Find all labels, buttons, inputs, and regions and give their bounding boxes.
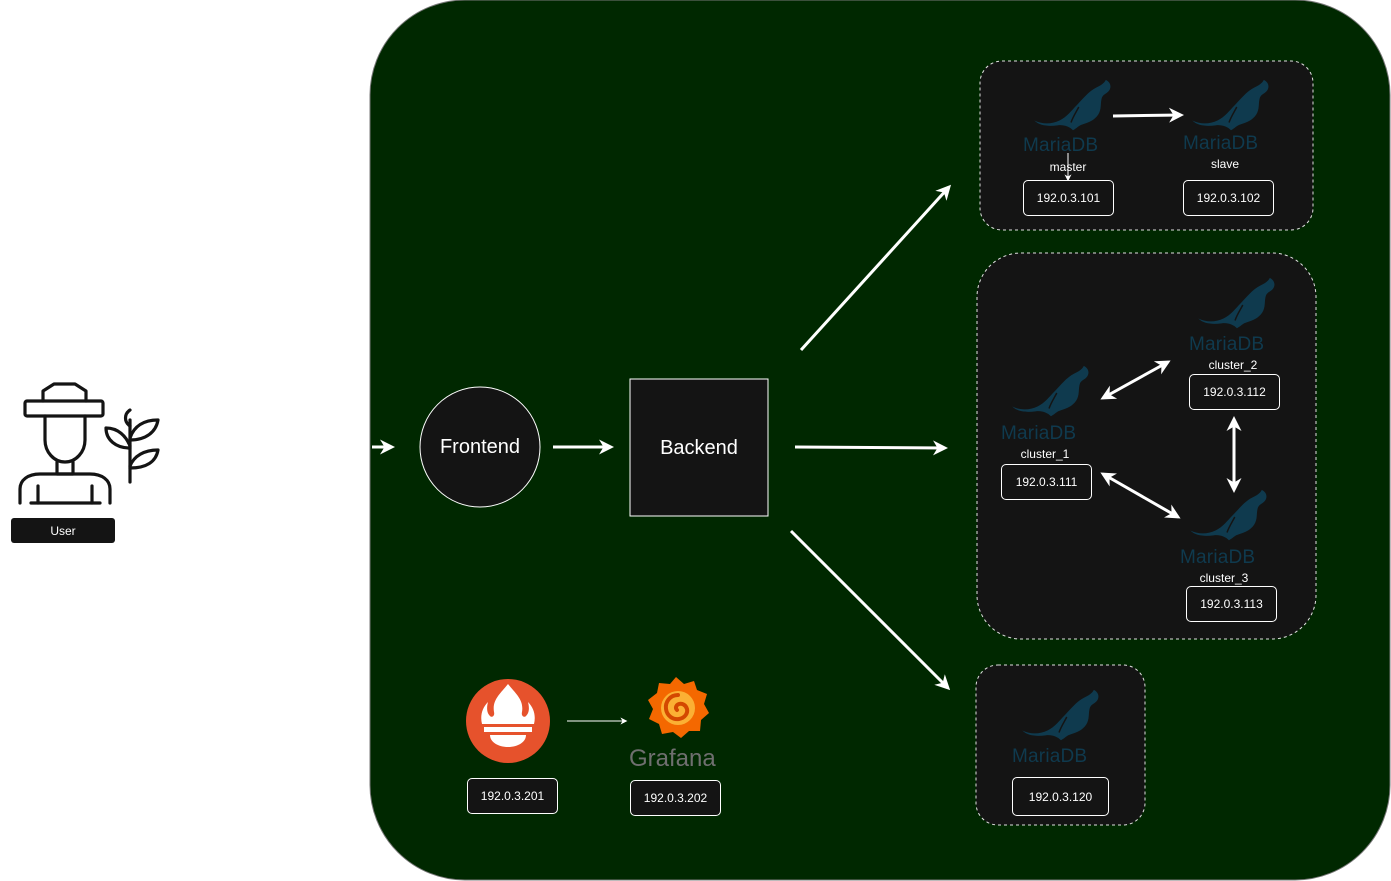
cluster-group — [976, 252, 1317, 640]
arrow-backend-replication — [799, 184, 952, 352]
slave-ip-box: 192.0.3.102 — [1183, 180, 1274, 216]
user-icon — [18, 382, 160, 505]
mariadb-logo-text: MariaDB — [1023, 135, 1099, 156]
slave-role-label: slave — [1210, 157, 1239, 171]
master-role-label: master — [1049, 160, 1087, 174]
grafana-icon — [648, 677, 709, 738]
frontend-label: Frontend — [439, 435, 521, 458]
mariadb-logo-text: MariaDB — [1189, 334, 1265, 355]
cluster2-role-label: cluster_2 — [1208, 358, 1258, 372]
arrow-cluster1-cluster3 — [1100, 472, 1181, 519]
prometheus-ip-box: 192.0.3.201 — [467, 778, 558, 814]
cluster3-ip-box: 192.0.3.113 — [1186, 586, 1277, 622]
arrow-cluster1-cluster2 — [1100, 360, 1171, 400]
cluster2-ip-box: 192.0.3.112 — [1189, 374, 1280, 410]
cluster3-role-label: cluster_3 — [1199, 571, 1249, 585]
grafana-logo-text: Grafana — [629, 745, 716, 772]
cluster1-role-label: cluster_1 — [1020, 447, 1070, 461]
backend-node — [629, 378, 769, 517]
mariadb-logo-text: MariaDB — [1183, 133, 1259, 154]
master-ip-box: 192.0.3.101 — [1023, 180, 1114, 216]
mariadb-logo-text: MariaDB — [1001, 423, 1077, 444]
backend-label: Backend — [660, 436, 738, 459]
grafana-ip-box: 192.0.3.202 — [630, 780, 721, 816]
standalone-ip-box: 192.0.3.120 — [1012, 777, 1109, 816]
arrow-master-slave — [1112, 107, 1184, 123]
cluster1-ip-box: 192.0.3.111 — [1001, 464, 1092, 500]
arrow-backend-cluster — [794, 440, 948, 456]
mariadb-logo-text: MariaDB — [1012, 746, 1088, 767]
user-label: User — [11, 518, 115, 543]
mariadb-logo-text: MariaDB — [1180, 547, 1256, 568]
arrow-backend-standalone — [789, 529, 951, 691]
frontend-node — [419, 386, 541, 508]
prometheus-icon — [466, 679, 550, 763]
